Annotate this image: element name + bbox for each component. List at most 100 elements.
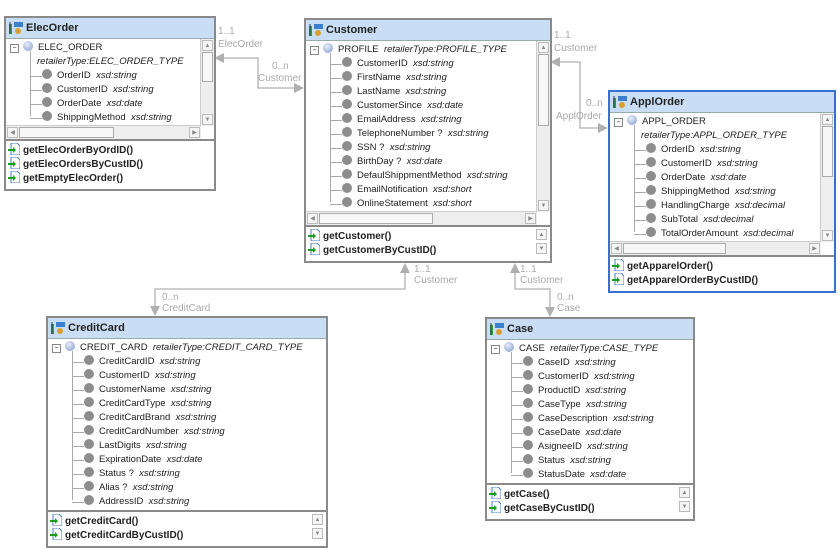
scroll-left-button[interactable]: ◀ [611,243,622,254]
tree-field[interactable]: AddressID xsd:string [84,495,189,509]
tree-field[interactable]: CustomerID xsd:string [523,370,635,384]
entity-header[interactable]: Case [487,319,693,340]
scroll-thumb[interactable] [319,213,434,224]
entity-header[interactable]: ApplOrder [610,92,834,113]
tree-root[interactable]: −CREDIT_CARD retailerType:CREDIT_CARD_TY… [52,341,303,355]
vertical-scrollbar[interactable]: ▲▼ [820,113,834,242]
tree-root[interactable]: −ELEC_ORDER [10,41,102,55]
tree-field[interactable]: SubTotal xsd:decimal [646,213,753,227]
collapse-icon[interactable]: − [491,345,500,354]
method-item[interactable]: getElecOrdersByCustID() [8,157,143,171]
method-item[interactable]: getCustomer() [308,229,391,243]
horizontal-scrollbar[interactable]: ◀▶ [306,211,537,225]
scroll-down-button[interactable]: ▼ [202,114,213,125]
scroll-thumb[interactable] [822,126,833,177]
tree-field[interactable]: CustomerSince xsd:date [342,99,463,113]
tree-field[interactable]: StatusDate xsd:date [523,468,626,482]
scroll-thumb[interactable] [202,52,213,82]
entity-customer[interactable]: Customer −PROFILE retailerType:PROFILE_TY… [304,18,552,263]
tree-field[interactable]: CustomerID xsd:string [646,157,758,171]
scroll-thumb[interactable] [623,243,727,254]
scroll-thumb[interactable] [19,127,114,138]
method-item[interactable]: getCase() [489,487,550,501]
scroll-left-button[interactable]: ◀ [7,127,18,138]
method-item[interactable]: getElecOrderByOrdID() [8,143,133,157]
scroll-right-button[interactable]: ▶ [189,127,200,138]
tree-field[interactable]: Status xsd:string [523,454,611,468]
tree-field[interactable]: EmailNotification xsd:short [342,183,472,197]
methods-scroll-down[interactable]: ▼ [679,501,690,512]
tree-field[interactable]: CreditCardType xsd:string [84,397,211,411]
tree-root[interactable]: −APPL_ORDER [614,115,706,129]
tree-field[interactable]: TelephoneNumber ? xsd:string [342,127,489,141]
tree-field[interactable]: CreditCardBrand xsd:string [84,411,216,425]
entity-header[interactable]: CreditCard [48,318,326,339]
tree-field[interactable]: OrderDate xsd:date [42,97,143,111]
scroll-up-button[interactable]: ▲ [202,40,213,51]
tree-root[interactable]: −PROFILE retailerType:PROFILE_TYPE [310,43,507,57]
tree-field[interactable]: CustomerName xsd:string [84,383,211,397]
methods-scroll-up[interactable]: ▲ [679,487,690,498]
tree-field[interactable]: ExpirationDate xsd:date [84,453,203,467]
tree-root[interactable]: −CASE retailerType:CASE_TYPE [491,342,658,356]
scroll-thumb[interactable] [538,54,549,126]
horizontal-scrollbar[interactable]: ◀▶ [610,241,821,255]
entity-creditcard[interactable]: CreditCard −CREDIT_CARD retailerType:CRED… [46,316,328,548]
tree-field[interactable]: DefaulShippmentMethod xsd:string [342,169,508,183]
collapse-icon[interactable]: − [310,46,319,55]
tree-field[interactable]: TotalOrderAmount xsd:decimal [646,227,794,241]
method-item[interactable]: getCreditCard() [50,514,138,528]
methods-scroll-down[interactable]: ▼ [312,528,323,539]
tree-field[interactable]: FirstName xsd:string [342,71,447,85]
tree-field[interactable]: CustomerID xsd:string [42,83,154,97]
tree-field[interactable]: BirthDay ? xsd:date [342,155,443,169]
vertical-scrollbar[interactable]: ▲▼ [536,41,550,212]
scroll-down-button[interactable]: ▼ [822,230,833,241]
tree-field[interactable]: CaseID xsd:string [523,356,616,370]
collapse-icon[interactable]: − [52,344,61,353]
tree-field[interactable]: Status ? xsd:string [84,467,180,481]
method-item[interactable]: getEmptyElecOrder() [8,171,123,185]
method-item[interactable]: getApparelOrderByCustID() [612,273,758,287]
tree-field[interactable]: CustomerID xsd:string [342,57,454,71]
methods-scroll-down[interactable]: ▼ [536,243,547,254]
tree-field[interactable]: OrderID xsd:string [646,143,741,157]
scroll-right-button[interactable]: ▶ [525,213,536,224]
tree-field[interactable]: CreditCardID xsd:string [84,355,200,369]
scroll-left-button[interactable]: ◀ [307,213,318,224]
entity-header[interactable]: ElecOrder [6,18,214,39]
tree-field[interactable]: Alias ? xsd:string [84,481,173,495]
tree-field[interactable]: OnlineStatement xsd:short [342,197,472,211]
tree-field[interactable]: CaseDescription xsd:string [523,412,654,426]
vertical-scrollbar[interactable]: ▲▼ [200,39,214,126]
tree-field[interactable]: HandlingCharge xsd:decimal [646,199,785,213]
tree-field[interactable]: AsigneeID xsd:string [523,440,628,454]
tree-field[interactable]: LastName xsd:string [342,85,446,99]
horizontal-scrollbar[interactable]: ◀▶ [6,125,201,139]
tree-field[interactable]: CustomerID xsd:string [84,369,196,383]
tree-field[interactable]: CaseDate xsd:date [523,426,621,440]
scroll-right-button[interactable]: ▶ [809,243,820,254]
tree-field[interactable]: ShippingMethod xsd:string [646,185,776,199]
tree-field[interactable]: OrderDate xsd:date [646,171,747,185]
collapse-icon[interactable]: − [10,44,19,53]
methods-scroll-up[interactable]: ▲ [312,514,323,525]
scroll-up-button[interactable]: ▲ [538,42,549,53]
scroll-up-button[interactable]: ▲ [822,114,833,125]
tree-field[interactable]: CaseType xsd:string [523,398,627,412]
method-item[interactable]: getCustomerByCustID() [308,243,436,257]
tree-field[interactable]: OrderID xsd:string [42,69,137,83]
tree-field[interactable]: EmailAddress xsd:string [342,113,462,127]
tree-field[interactable]: LastDigits xsd:string [84,439,187,453]
collapse-icon[interactable]: − [614,118,623,127]
method-item[interactable]: getCreditCardByCustID() [50,528,183,542]
scroll-down-button[interactable]: ▼ [538,200,549,211]
tree-field[interactable]: ShippingMethod xsd:string [42,111,172,125]
tree-field[interactable]: ProductID xsd:string [523,384,626,398]
entity-header[interactable]: Customer [306,20,550,41]
methods-scroll-up[interactable]: ▲ [536,229,547,240]
method-item[interactable]: getCaseByCustID() [489,501,595,515]
